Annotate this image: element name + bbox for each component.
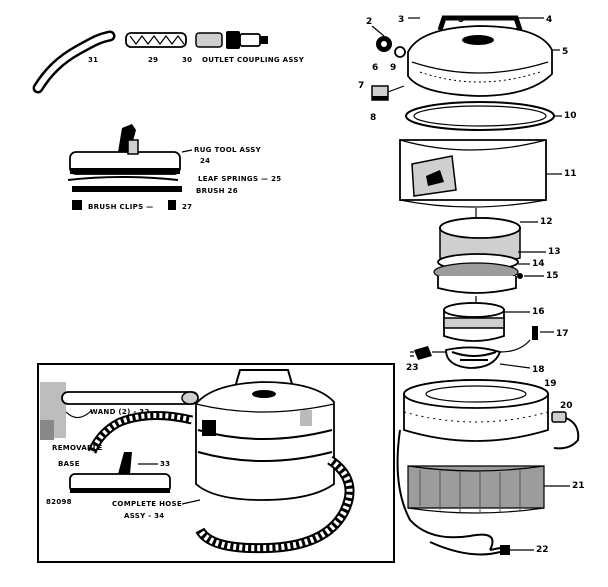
- lid-assembly: 2 3 3 4 5 6 7 8 9: [358, 15, 568, 123]
- motor-16: 16: [443, 302, 545, 342]
- label-33: 33: [160, 460, 170, 468]
- brush-clip-right: [168, 200, 176, 210]
- label-brush-clips-num: 27: [182, 203, 192, 211]
- lid-handle: [437, 15, 523, 31]
- label-part-22: 22: [536, 545, 549, 555]
- label-part-21: 21: [572, 481, 585, 491]
- plug-23: 23: [406, 346, 446, 373]
- brush-clip-left: [72, 200, 82, 210]
- tank-19: 19: [403, 379, 557, 442]
- label-part-23: 23: [406, 363, 419, 373]
- label-part-11: 11: [564, 169, 577, 179]
- label-outlet-coupling: OUTLET COUPLING ASSY: [202, 56, 305, 64]
- label-30: 30: [182, 56, 192, 64]
- washer-7: [394, 46, 406, 58]
- assembled-view-inset: WAND (2) - 32 REMOVABLE BASE 33 COMPLETE…: [37, 363, 395, 563]
- label-31: 31: [88, 56, 98, 64]
- label-hose-assy: ASSY - 34: [124, 512, 164, 520]
- label-part-8: 8: [370, 113, 376, 123]
- coupling-30: [195, 32, 223, 48]
- label-part-2: 2: [366, 17, 372, 27]
- label-part-14: 14: [532, 259, 545, 269]
- label-part-7: 7: [358, 81, 364, 91]
- label-part-13: 13: [548, 247, 561, 257]
- switch-20: 20: [551, 401, 580, 450]
- label-rug-tool-num: 24: [200, 157, 210, 165]
- label-rug-tool: RUG TOOL ASSY: [194, 146, 262, 154]
- label-base: BASE: [58, 460, 80, 468]
- lid-5: [407, 25, 553, 97]
- curved-hose-31: [32, 30, 116, 94]
- label-part-12: 12: [540, 217, 553, 227]
- base-plate-15: [437, 276, 517, 294]
- brush-26: [72, 186, 182, 192]
- label-part-6: 6: [372, 63, 378, 73]
- rug-tool-section: RUG TOOL ASSY 24 LEAF SPRINGS — 25 BRUSH…: [67, 124, 281, 211]
- leaf-springs: [67, 176, 179, 181]
- label-removable: REMOVABLE: [52, 444, 103, 452]
- label-model: 82098: [46, 498, 72, 506]
- label-part-10: 10: [564, 111, 577, 121]
- assembled-canister: [195, 381, 335, 501]
- label-part-3: 3: [398, 15, 404, 25]
- label-part-15: 15: [546, 271, 559, 281]
- label-brush: BRUSH 26: [196, 187, 238, 195]
- label-part-5: 5: [562, 47, 568, 57]
- label-leaf-springs: LEAF SPRINGS — 25: [198, 175, 281, 183]
- mount-18: 18: [445, 339, 545, 375]
- cord-22: 22: [396, 429, 549, 556]
- label-complete-hose: COMPLETE HOSE: [112, 500, 182, 508]
- filter-stack: 12 13 14 15: [433, 217, 561, 304]
- label-part-20: 20: [560, 401, 573, 411]
- housing-11: 11: [399, 139, 577, 222]
- wand: [61, 391, 199, 405]
- label-part-19: 19: [544, 379, 557, 389]
- filter-21: 21: [407, 465, 585, 514]
- label-part-4: 4: [546, 15, 552, 25]
- label-wand: WAND (2) - 32: [90, 408, 150, 416]
- hose-section: 31 29 30 OUTLET COUPLING ASSY: [32, 30, 305, 94]
- label-part-18: 18: [532, 365, 545, 375]
- label-29: 29: [148, 56, 158, 64]
- connector-17: 17: [532, 326, 569, 340]
- hose-section-29: [125, 32, 187, 48]
- label-part-16: 16: [532, 307, 545, 317]
- label-part-17: 17: [556, 329, 569, 339]
- label-part-9: 9: [390, 63, 396, 73]
- label-part-3b: 3: [458, 15, 464, 25]
- gasket-10: 10: [405, 101, 577, 131]
- label-brush-clips: BRUSH CLIPS —: [88, 203, 153, 211]
